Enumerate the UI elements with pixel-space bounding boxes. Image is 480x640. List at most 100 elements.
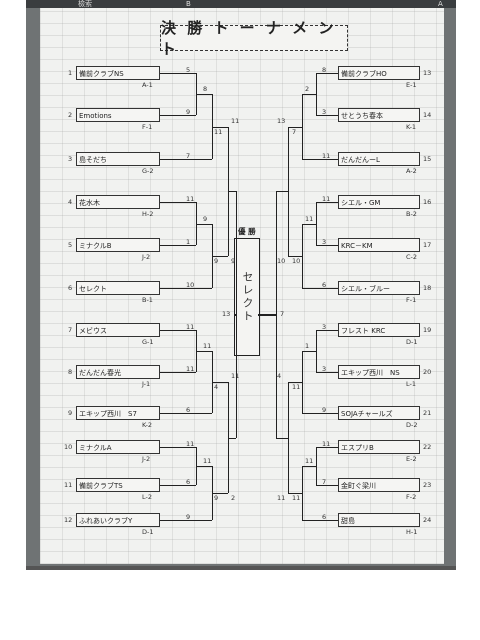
team-name-box: 金町ぐ梁川 (338, 478, 420, 492)
bracket-line (196, 223, 212, 225)
bracket-line (276, 191, 288, 193)
bracket-line (302, 413, 316, 415)
bracket-line (228, 191, 236, 193)
bracket-line (160, 159, 196, 161)
bracket-line (196, 466, 212, 468)
bracket-line (288, 126, 290, 256)
team-name-box: セレクト (76, 281, 160, 295)
bracket-line (302, 288, 316, 290)
bracket-line (302, 520, 316, 522)
team-code: F-1 (142, 123, 153, 131)
team-seed: 5 (68, 241, 73, 249)
score: 8 (322, 66, 327, 74)
team-name-box: エキップ西川 NS (338, 365, 420, 379)
bracket-line (288, 126, 302, 128)
team-seed: 9 (68, 409, 73, 417)
team-seed: 10 (64, 443, 73, 451)
bracket-line (316, 330, 318, 372)
team-code: G-2 (142, 167, 154, 175)
bracket-line (236, 191, 238, 438)
score: 3 (322, 238, 327, 246)
bracket-line (288, 493, 302, 495)
bracket-line (302, 466, 316, 468)
score: 2 (305, 85, 310, 93)
score: 9 (214, 494, 219, 502)
bracket-line (160, 372, 196, 374)
bracket-line (196, 520, 212, 522)
team-seed: 8 (68, 368, 73, 376)
team-code: J-1 (142, 380, 151, 388)
bracket-line (316, 447, 318, 485)
score: 6 (322, 513, 327, 521)
score: 9 (186, 108, 191, 116)
team-code: J-2 (142, 253, 151, 261)
bracket-line (302, 351, 316, 353)
score: 11 (186, 440, 195, 448)
team-seed: 12 (64, 516, 73, 524)
score: 1 (186, 238, 191, 246)
team-code: A-1 (142, 81, 153, 89)
score: 7 (322, 478, 327, 486)
score: 10 (277, 256, 286, 265)
bracket-line (160, 485, 196, 487)
toolbar-text-right: A (438, 0, 443, 8)
team-code: F-2 (406, 493, 417, 501)
bracket-line (316, 413, 338, 415)
score: 10 (292, 256, 301, 265)
team-code: B-2 (406, 210, 417, 218)
bracket-line (228, 437, 236, 439)
bracket-line (288, 382, 290, 493)
bracket-line (316, 202, 318, 245)
bracket-line (212, 493, 228, 495)
team-code: B-1 (142, 296, 153, 304)
team-name-box: フレスト KRC (338, 323, 420, 337)
team-code: K-2 (142, 421, 153, 429)
score: 7 (280, 310, 285, 319)
bracket-line (258, 314, 276, 316)
team-seed: 14 (423, 111, 432, 119)
score: 11 (322, 440, 331, 448)
champion-box: セレクト (234, 238, 260, 356)
team-name-box: せとうち春本 (338, 108, 420, 122)
bracket-line (302, 223, 316, 225)
team-code: G-1 (142, 338, 154, 346)
bracket-line (196, 288, 212, 290)
team-code: H-1 (406, 528, 418, 536)
team-name-box: ミナクルA (76, 440, 160, 454)
team-name-box: エスプリB (338, 440, 420, 454)
bracket-line (196, 413, 212, 415)
bracket-line (302, 351, 304, 413)
bracket-line (212, 126, 228, 128)
team-seed: 19 (423, 326, 432, 334)
bracket-line (302, 94, 316, 96)
bracket-line (160, 288, 196, 290)
team-seed: 17 (423, 241, 432, 249)
toolbar-text-left: 檢索 (78, 0, 92, 8)
team-seed: 3 (68, 155, 73, 163)
bracket-line (316, 485, 338, 487)
score: 10 (186, 281, 195, 289)
bracket-line (316, 372, 338, 374)
score: 11 (214, 127, 223, 136)
team-seed: 22 (423, 443, 432, 451)
team-code: D-2 (406, 421, 418, 429)
team-name-box: シエル・ブルー (338, 281, 420, 295)
team-seed: 6 (68, 284, 73, 292)
score: 11 (186, 365, 195, 373)
bracket-line (212, 255, 228, 258)
team-code: C-2 (406, 253, 418, 261)
bracket-line (316, 73, 338, 75)
score: 11 (292, 494, 301, 502)
score: 2 (231, 494, 236, 502)
team-seed: 24 (423, 516, 432, 524)
team-name-box: SOJAチャールズ (338, 406, 420, 420)
app-toolbar-strip: 檢索 B A (26, 0, 456, 8)
team-name-box: ミナクルB (76, 238, 160, 252)
bracket-line (302, 94, 304, 159)
score: 11 (186, 195, 195, 203)
team-name-box: Emotions (76, 108, 160, 122)
team-name-box: だんだん春光 (76, 365, 160, 379)
team-name-box: メビウス (76, 323, 160, 337)
